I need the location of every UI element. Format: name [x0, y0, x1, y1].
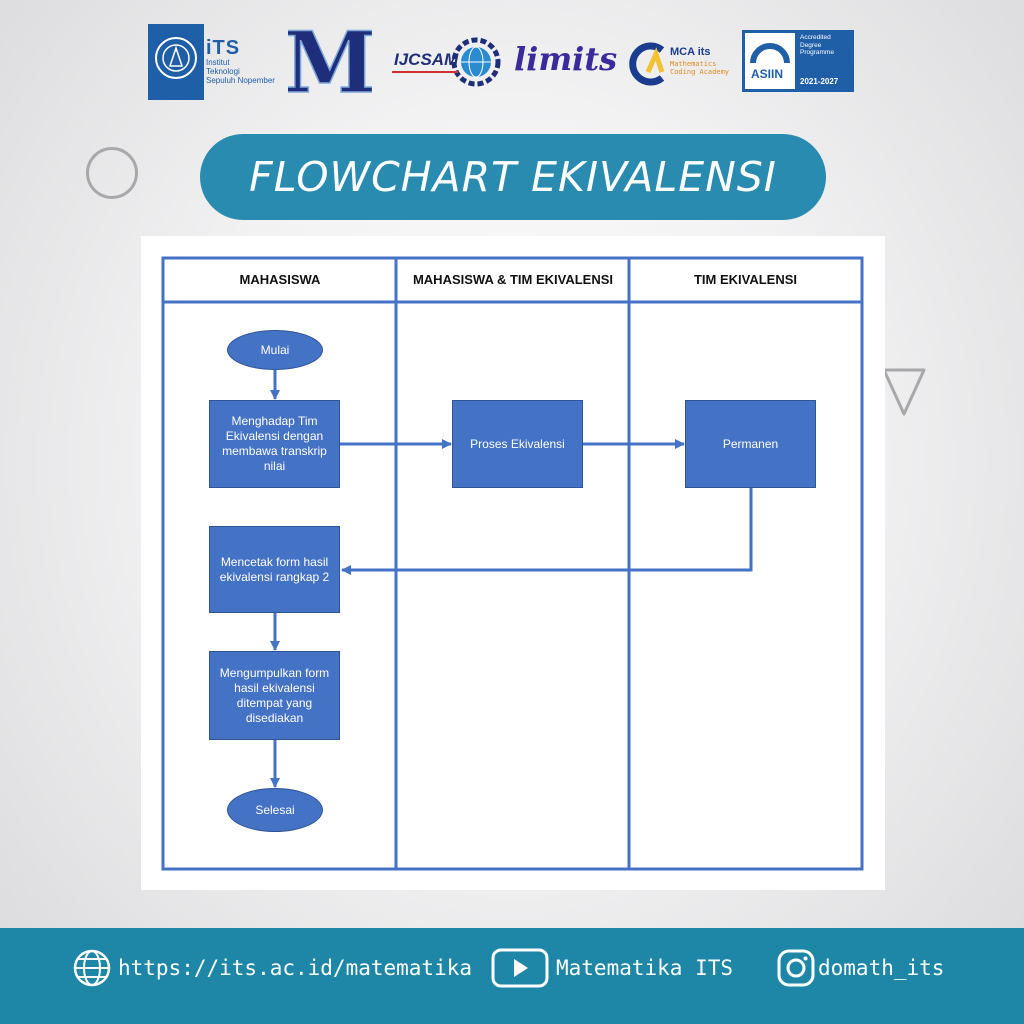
footer-youtube-link[interactable]: Matematika ITS: [490, 928, 733, 1008]
math-m-letter: M: [288, 20, 372, 104]
footer-instagram-link[interactable]: domath_its: [776, 928, 944, 1008]
ijcsam-logo-name: IJCSAM: [394, 50, 459, 69]
its-logo-line-1: Institut: [206, 58, 230, 67]
mca-logo-name: MCA its: [670, 46, 711, 58]
decorative-triangle-icon: [882, 368, 926, 416]
lane-header-tim-ekivalensi: TIM EKIVALENSI: [693, 272, 798, 287]
ijcsam-logo: IJCSAM: [388, 36, 504, 88]
asiin-accredited-text: Accredited Degree Programme: [800, 34, 834, 56]
asiin-arch-icon: [750, 43, 790, 64]
lane-header-mahasiswa: MAHASISWA: [239, 272, 321, 287]
footer-website-text: https://its.ac.id/matematika: [118, 956, 473, 980]
node-mencetak-form: Mencetak form hasil ekivalensi rangkap 2: [209, 526, 340, 613]
mca-emblem-icon: [629, 42, 665, 86]
flowchart-card: MAHASISWA MAHASISWA & TIM EKIVALENSI TIM…: [141, 236, 885, 890]
lane-header-mahasiswa-tim: MAHASISWA & TIM EKIVALENSI: [412, 272, 614, 287]
node-menghadap: Menghadap Tim Ekivalensi dengan membawa …: [209, 400, 340, 488]
node-permanen: Permanen: [685, 400, 816, 488]
flowchart-diagram: [161, 256, 864, 871]
limits-logo-name: limits: [514, 40, 618, 78]
gear-globe-icon: [392, 37, 501, 87]
its-logo-line-3: Sepuluh Nopember: [206, 76, 275, 85]
globe-icon: [73, 949, 111, 987]
youtube-play-icon: [491, 948, 549, 988]
partner-logo-row: iTS Institut Teknologi Sepuluh Nopember …: [0, 12, 1024, 113]
its-logo-name: iTS: [206, 37, 241, 59]
its-emblem-icon: [148, 24, 204, 100]
node-start: Mulai: [227, 330, 323, 370]
instagram-icon: [777, 949, 815, 987]
mca-logo-subtitle: Mathematics Coding Academy: [670, 60, 730, 76]
edge-step3-to-step4: [341, 488, 753, 575]
its-logo: iTS Institut Teknologi Sepuluh Nopember: [148, 24, 278, 100]
page-title: FLOWCHART EKIVALENSI: [249, 153, 777, 201]
swimlane-frame: [161, 256, 864, 871]
asiin-years: 2021-2027: [800, 77, 839, 86]
node-end: Selesai: [227, 788, 323, 832]
decorative-circle-icon: [86, 147, 138, 199]
asiin-accreditation-badge: ASIIN Accredited Degree Programme 2021-2…: [742, 30, 854, 92]
footer-instagram-text: domath_its: [818, 956, 945, 980]
math-m-logo: M: [283, 12, 377, 113]
footer-youtube-text: Matematika ITS: [556, 956, 734, 980]
footer-bar: https://its.ac.id/matematika Matematika …: [0, 928, 1024, 1024]
title-banner: FLOWCHART EKIVALENSI: [200, 134, 826, 220]
asiin-name: ASIIN: [751, 67, 784, 81]
limits-logo: limits: [514, 36, 618, 86]
node-proses-ekivalensi: Proses Ekivalensi: [452, 400, 583, 488]
its-logo-line-2: Teknologi: [206, 67, 240, 76]
node-mengumpulkan-form: Mengumpulkan form hasil ekivalensi ditem…: [209, 651, 340, 740]
mca-its-logo: MCA its Mathematics Coding Academy: [628, 40, 732, 90]
footer-website-link[interactable]: https://its.ac.id/matematika: [72, 928, 472, 1008]
